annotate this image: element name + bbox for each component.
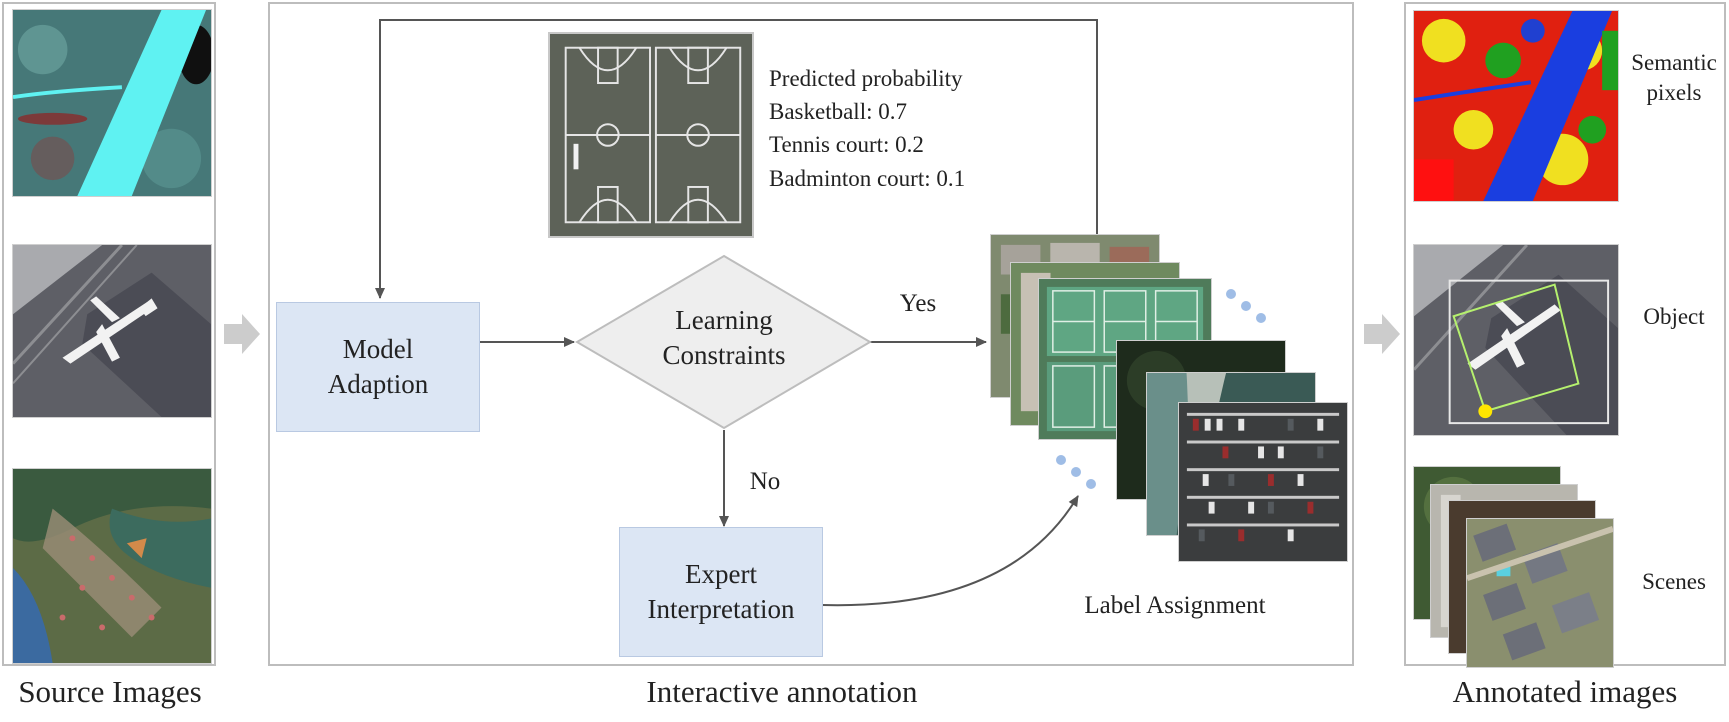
labeled-image-parking (1178, 402, 1348, 562)
right-arrow-icon (224, 314, 260, 354)
ellipsis-dots-icon (1226, 289, 1266, 323)
learning-constraints-label: Learning Constraints (634, 303, 814, 372)
probability-basketball: Basketball: 0.7 (769, 99, 907, 124)
predicted-probability-title: Predicted probability (769, 66, 963, 91)
model-adaption-line-2: Adaption (327, 369, 429, 399)
right-arrow-icon (1364, 314, 1400, 354)
source-images-caption: Source Images (18, 674, 202, 709)
source-image-river (12, 9, 212, 197)
model-adaption-line-1: Model (342, 334, 414, 365)
source-image-coast (12, 468, 212, 664)
annotated-images-panel (1404, 2, 1726, 668)
source-image-airplane (12, 244, 212, 418)
source-images-panel (2, 2, 216, 666)
object-annotated-image (1413, 244, 1619, 436)
probability-badminton-court: Badminton court: 0.1 (769, 166, 966, 191)
annotated-images-caption: Annotated images (1452, 674, 1678, 709)
learning-constraints-line-1: Learning (675, 305, 773, 335)
yes-label: Yes (899, 290, 937, 317)
semantic-pixels-label: Semantic pixels (1622, 48, 1726, 108)
feedback-connector (375, 19, 1098, 299)
interactive-annotation-caption: Interactive annotation (646, 674, 918, 709)
object-label: Object (1643, 304, 1705, 329)
learning-constraints-diamond (575, 254, 872, 430)
scenes-label: Scenes (1642, 569, 1706, 594)
scene-image-residential (1466, 518, 1614, 668)
no-label: No (749, 468, 781, 495)
probability-tennis-court: Tennis court: 0.2 (769, 132, 924, 157)
label-assignment-label: Label Assignment (1084, 592, 1266, 619)
expert-to-label-connector (821, 495, 1079, 607)
learning-constraints-line-2: Constraints (662, 339, 786, 370)
expert-interpretation-box: Expert Interpretation (619, 527, 823, 657)
model-adaption-box: Model Adaption (276, 302, 480, 432)
expert-interpretation-line-1: Expert (685, 559, 757, 590)
semantic-pixels-line-2: pixels (1646, 79, 1702, 105)
expert-interpretation-line-2: Interpretation (647, 594, 795, 624)
basketball-court-image (548, 32, 754, 238)
semantic-pixels-image (1413, 10, 1619, 202)
semantic-pixels-line-1: Semantic (1631, 50, 1717, 75)
ellipsis-dots-icon (1056, 455, 1096, 489)
